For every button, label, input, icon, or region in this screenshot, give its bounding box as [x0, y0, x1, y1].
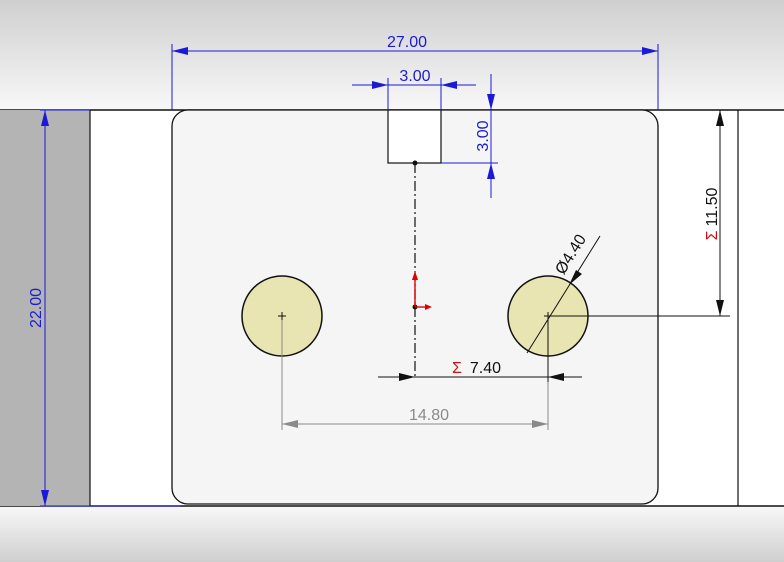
dimension-hole-vertical-offset-value: 11.50: [704, 188, 721, 227]
svg-text:Σ11.50: Σ 11.50: [704, 188, 721, 241]
driven-sum-symbol: Σ: [704, 230, 721, 240]
dimension-overall-height-value: 22.00: [28, 288, 45, 328]
hole-left-center-icon: [278, 312, 286, 320]
dimension-slot-depth-value: 3.00: [475, 120, 492, 151]
dimension-hole-horizontal-offset-value: 7.40: [470, 360, 501, 377]
dimension-slot-depth[interactable]: 3.00: [441, 74, 498, 198]
dimension-overall-height[interactable]: 22.00: [28, 109, 180, 507]
dimension-hole-horizontal-offset[interactable]: Σ 7.40: [378, 320, 582, 382]
dimension-overall-width[interactable]: 27.00: [171, 34, 659, 110]
slot-notch[interactable]: [387, 109, 442, 164]
dimension-hole-spacing[interactable]: 14.80: [281, 320, 549, 430]
driven-sum-symbol-2: Σ: [452, 360, 462, 377]
viewport-background-top: [0, 0, 784, 110]
dimension-overall-width-value: 27.00: [387, 34, 427, 51]
slot-midpoint[interactable]: [412, 160, 418, 166]
origin-axis-icon: [412, 271, 432, 310]
viewport-background-bottom: [0, 506, 784, 562]
dimension-hole-spacing-value: 14.80: [409, 407, 449, 424]
dimension-slot-width-value: 3.00: [399, 68, 430, 85]
dimension-hole-vertical-offset[interactable]: Σ 11.50: [552, 110, 730, 317]
dimension-slot-width[interactable]: 3.00: [352, 68, 476, 110]
svg-text:Σ7.40: Σ 7.40: [452, 360, 501, 377]
